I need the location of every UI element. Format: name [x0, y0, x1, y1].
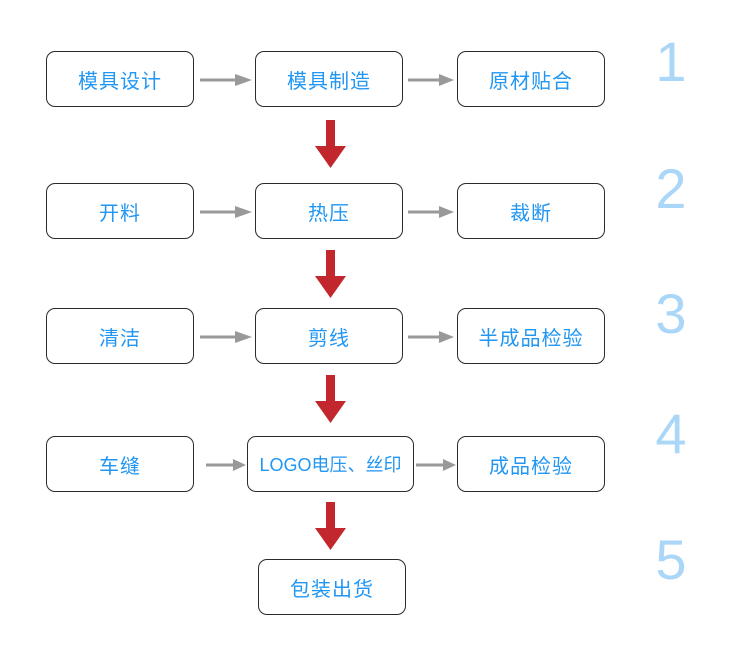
process-step-box: 剪线 [255, 308, 403, 364]
process-step-label: 清洁 [99, 327, 141, 350]
down-arrow-icon [315, 502, 346, 550]
right-arrow-icon [200, 205, 252, 219]
process-step-label: 半成品检验 [478, 327, 584, 350]
process-step-label: 剪线 [308, 327, 350, 350]
right-arrow-icon [200, 330, 252, 344]
process-step-box: 开料 [46, 183, 194, 239]
right-arrow-icon [408, 330, 454, 344]
process-step-box: 成品检验 [457, 436, 605, 492]
process-step-box: 模具设计 [46, 51, 194, 107]
process-step-label: 模具设计 [78, 70, 162, 93]
right-arrow-icon [200, 73, 252, 87]
row-number: 5 [655, 528, 687, 591]
right-arrow-icon [206, 458, 246, 472]
process-step-label: 车缝 [99, 455, 141, 478]
row-number: 2 [655, 157, 687, 220]
process-step-label: 成品检验 [489, 455, 573, 478]
process-step-label: 包装出货 [290, 578, 374, 601]
process-step-label: 热压 [308, 202, 350, 225]
process-step-box: 清洁 [46, 308, 194, 364]
process-step-box: 原材贴合 [457, 51, 605, 107]
process-step-label: 裁断 [510, 202, 552, 225]
process-step-box: 车缝 [46, 436, 194, 492]
right-arrow-icon [408, 205, 454, 219]
process-step-label: 开料 [99, 202, 141, 225]
process-step-box: 模具制造 [255, 51, 403, 107]
process-step-box: 裁断 [457, 183, 605, 239]
down-arrow-icon [315, 120, 346, 168]
process-step-box: 半成品检验 [457, 308, 605, 364]
process-step-label: 原材贴合 [489, 70, 573, 93]
process-step-label: LOGO电压、丝印 [259, 455, 402, 475]
right-arrow-icon [408, 73, 454, 87]
row-number: 1 [655, 30, 687, 93]
process-step-box: LOGO电压、丝印 [247, 436, 414, 492]
process-step-box: 热压 [255, 183, 403, 239]
row-number: 4 [655, 402, 687, 465]
right-arrow-icon [416, 458, 456, 472]
down-arrow-icon [315, 250, 346, 298]
process-step-box: 包装出货 [258, 559, 406, 615]
down-arrow-icon [315, 375, 346, 423]
process-step-label: 模具制造 [287, 70, 371, 93]
row-number: 3 [655, 282, 687, 345]
